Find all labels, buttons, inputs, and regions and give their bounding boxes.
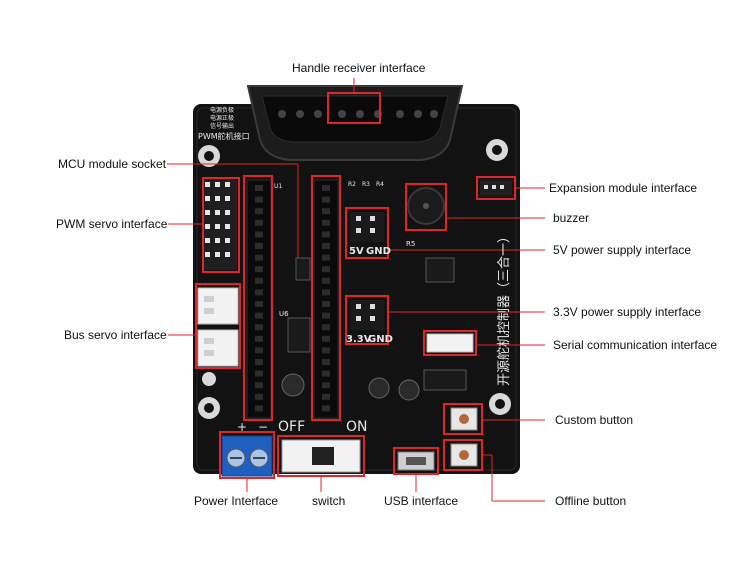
plus-silk: + — [237, 420, 247, 434]
mcu-socket-right — [313, 179, 339, 419]
power-terminal-block — [221, 435, 273, 477]
socket-pin — [255, 196, 263, 203]
pwm-servo-headers — [203, 180, 237, 270]
leader-lines — [167, 78, 545, 502]
socket-pin — [322, 359, 330, 365]
expansion-header — [480, 180, 512, 196]
socket-pin — [255, 312, 263, 319]
socket-pin — [322, 277, 330, 284]
socket-pin — [322, 266, 330, 273]
socket-pin — [322, 243, 330, 249]
socket-pin — [255, 208, 263, 215]
socket-pin — [322, 312, 330, 319]
socket-pin — [255, 243, 263, 249]
label-power-33v: 3.3V power supply interface — [553, 305, 702, 319]
socket-pin — [255, 335, 263, 342]
power-5v-header — [350, 212, 384, 242]
socket-pin — [322, 301, 330, 307]
socket-pin — [255, 370, 263, 377]
bus-servo-connectors — [197, 287, 239, 367]
socket-pin — [322, 231, 330, 238]
cap-100-silk: 100 — [287, 383, 299, 390]
r5-silk: R5 — [406, 240, 415, 248]
usb-port — [397, 451, 435, 471]
socket-pin — [255, 185, 263, 191]
socket-pin — [322, 185, 330, 191]
serial-header — [426, 333, 474, 353]
mcu-socket-left — [246, 179, 272, 419]
power-33v-header — [350, 300, 384, 330]
offline-button-component — [450, 443, 478, 467]
socket-pin — [322, 324, 330, 331]
buzzer-component — [407, 187, 445, 225]
label-serial: Serial communication interface — [553, 338, 718, 352]
socket-pin — [322, 219, 330, 226]
gnd2-silk: GND — [368, 334, 393, 345]
socket-pin — [255, 347, 263, 354]
socket-pin — [255, 254, 263, 261]
legend-3-silk: 信号输出 — [210, 122, 234, 130]
socket-pin — [255, 405, 263, 412]
label-power-interface: Power Interface — [194, 494, 279, 508]
socket-pin — [322, 393, 330, 400]
gnd-silk: GND — [366, 246, 391, 257]
cap-220-silk: 220 — [403, 387, 415, 394]
legend-1-silk: 电源负极 — [210, 106, 234, 114]
custom-button-component — [450, 407, 478, 431]
socket-pin — [322, 382, 330, 389]
socket-pin — [322, 335, 330, 342]
label-expansion: Expansion module interface — [549, 181, 698, 195]
socket-pin — [255, 324, 263, 331]
v5-silk: 5V — [349, 246, 364, 257]
legend-2-silk: 电源正极 — [210, 114, 234, 122]
v33-silk: 3.3V — [346, 334, 372, 345]
r2-silk: R2 — [348, 181, 356, 188]
socket-pin — [255, 382, 263, 389]
label-offline-button: Offline button — [555, 494, 627, 508]
socket-pin — [322, 196, 330, 203]
label-mcu-socket: MCU module socket — [58, 157, 167, 171]
socket-pin — [255, 393, 263, 400]
label-custom-button: Custom button — [555, 413, 634, 427]
label-power-5v: 5V power supply interface — [553, 243, 692, 257]
socket-pin — [255, 301, 263, 307]
on-silk: ON — [346, 419, 368, 435]
socket-pin — [322, 208, 330, 215]
label-buzzer: buzzer — [553, 211, 590, 225]
socket-pin — [322, 370, 330, 377]
r3-silk: R3 — [362, 181, 370, 188]
socket-pin — [255, 277, 263, 284]
label-switch: switch — [312, 494, 346, 508]
off-silk: OFF — [278, 419, 305, 435]
socket-pin — [322, 347, 330, 354]
power-switch-component — [281, 439, 361, 473]
socket-pin — [322, 254, 330, 261]
label-usb: USB interface — [384, 494, 459, 508]
minus-silk: − — [258, 420, 268, 434]
label-pwm-servo: PWM servo interface — [56, 217, 168, 231]
socket-pin — [255, 359, 263, 365]
board-name-silk: 开源舵机控制器（三合一） — [497, 230, 512, 386]
u6-silk: U6 — [279, 310, 289, 318]
label-bus-servo: Bus servo interface — [64, 328, 167, 342]
u1-silk: U1 — [274, 183, 282, 190]
socket-pin — [255, 231, 263, 238]
socket-pin — [255, 219, 263, 226]
r4-silk: R4 — [376, 181, 384, 188]
mounting-holes — [198, 139, 511, 419]
label-handle-receiver: Handle receiver interface — [292, 61, 426, 75]
pwm-header-silk: PWM舵机接口 — [198, 131, 250, 141]
socket-pin — [322, 289, 330, 296]
socket-pin — [255, 289, 263, 296]
socket-pin — [255, 266, 263, 273]
socket-pin — [322, 405, 330, 412]
